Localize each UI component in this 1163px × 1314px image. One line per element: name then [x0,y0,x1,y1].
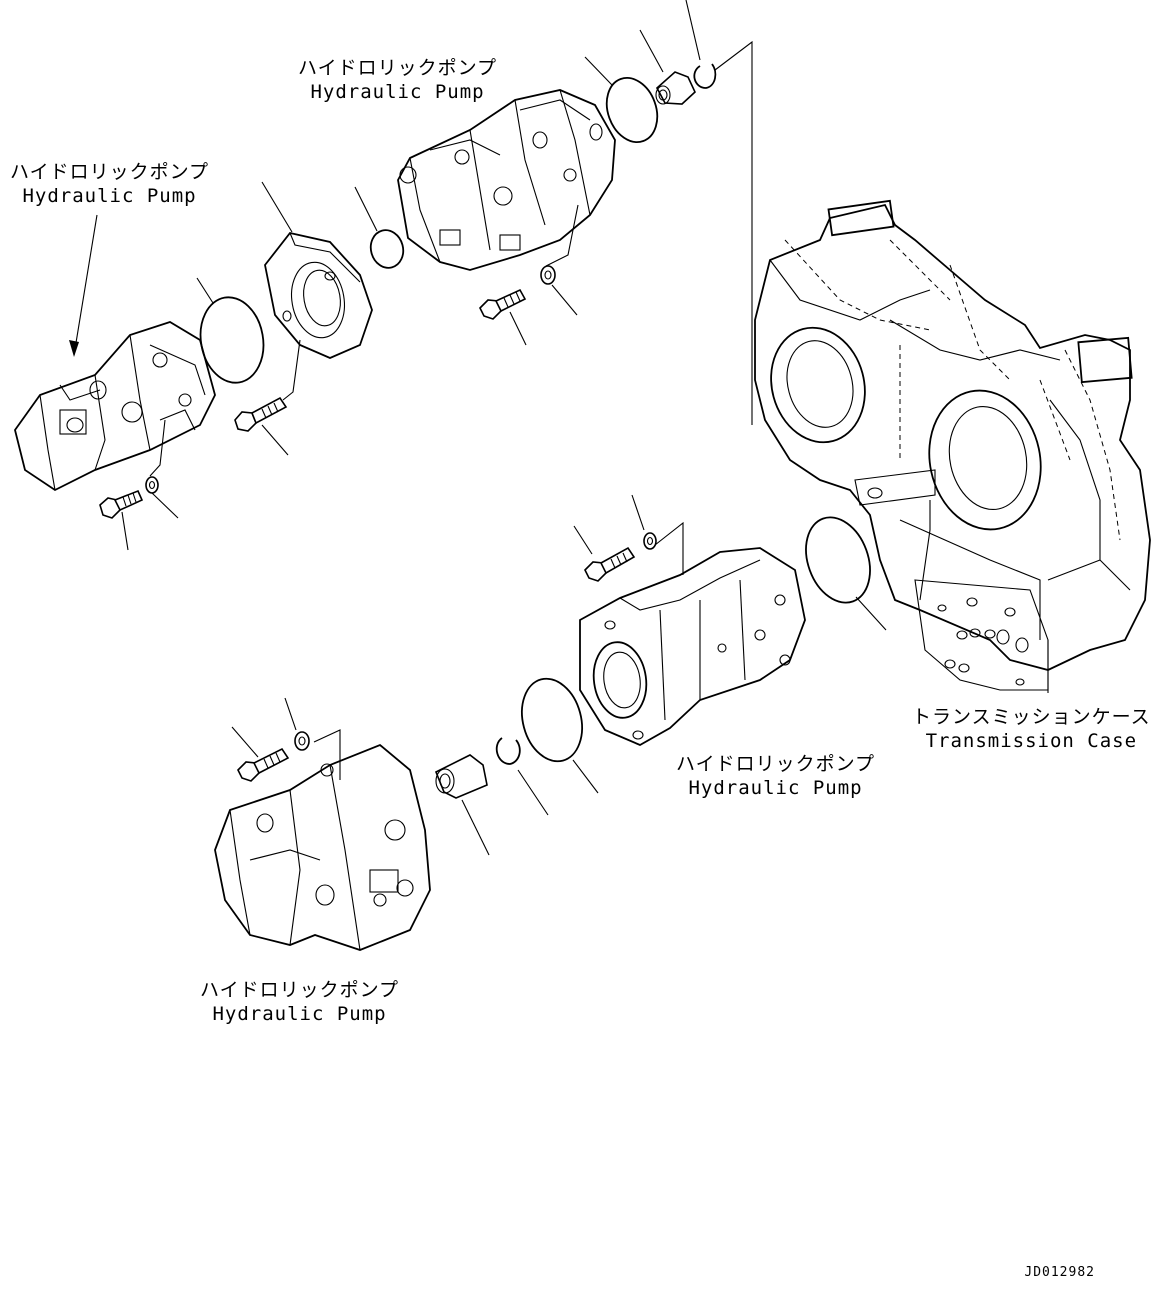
left-bolt [99,489,144,519]
upper-bushing [655,71,696,105]
upper-snap-ring [693,63,717,89]
middle-o-ring [521,677,583,763]
small-o-ring [369,229,405,269]
lower-pump-label: ハイドロリックポンプ Hydraulic Pump [200,978,399,1026]
lower-washer [294,731,310,751]
case-o-ring [805,516,871,604]
lower-bolt [237,747,290,782]
flange-bolt [234,396,288,432]
upper-pump-label: ハイドロリックポンプ Hydraulic Pump [298,56,497,104]
lower-bushing [434,754,488,799]
left-o-ring [199,296,265,384]
middle-pump-label-en: Hydraulic Pump [688,777,863,799]
left-pump-arrowhead [69,340,79,357]
middle-bolt [584,546,636,582]
lower-snap-ring [495,737,521,765]
lower-pump-label-en: Hydraulic Pump [212,1003,387,1025]
lower-hydraulic-pump [214,743,431,951]
left-pump-arrow [73,214,98,356]
upper-washer [540,265,556,285]
upper-hydraulic-pump [397,89,616,271]
transmission-case-label-jp: トランスミッションケース [912,706,1151,728]
upper-bolt [479,288,527,320]
left-pump-label-jp: ハイドロリックポンプ [10,161,210,183]
left-hydraulic-pump [14,321,216,492]
transmission-case-label: トランスミッションケース Transmission Case [912,705,1151,753]
lower-pump-label-jp: ハイドロリックポンプ [200,979,400,1001]
transmission-case-label-en: Transmission Case [925,730,1138,752]
left-pump-label-en: Hydraulic Pump [22,185,197,207]
middle-pump-label: ハイドロリックポンプ Hydraulic Pump [676,752,875,800]
upper-pump-label-en: Hydraulic Pump [310,81,485,103]
upper-pump-label-jp: ハイドロリックポンプ [298,57,498,79]
left-pump-label: ハイドロリックポンプ Hydraulic Pump [10,160,209,208]
flange-adapter [264,231,373,359]
document-id: JD012982 [1024,1265,1095,1280]
transmission-case [754,199,1151,691]
middle-pump-label-jp: ハイドロリックポンプ [676,753,876,775]
upper-o-ring [605,77,659,143]
middle-washer [643,532,657,550]
middle-hydraulic-pump [579,547,806,747]
left-washer [145,476,159,494]
